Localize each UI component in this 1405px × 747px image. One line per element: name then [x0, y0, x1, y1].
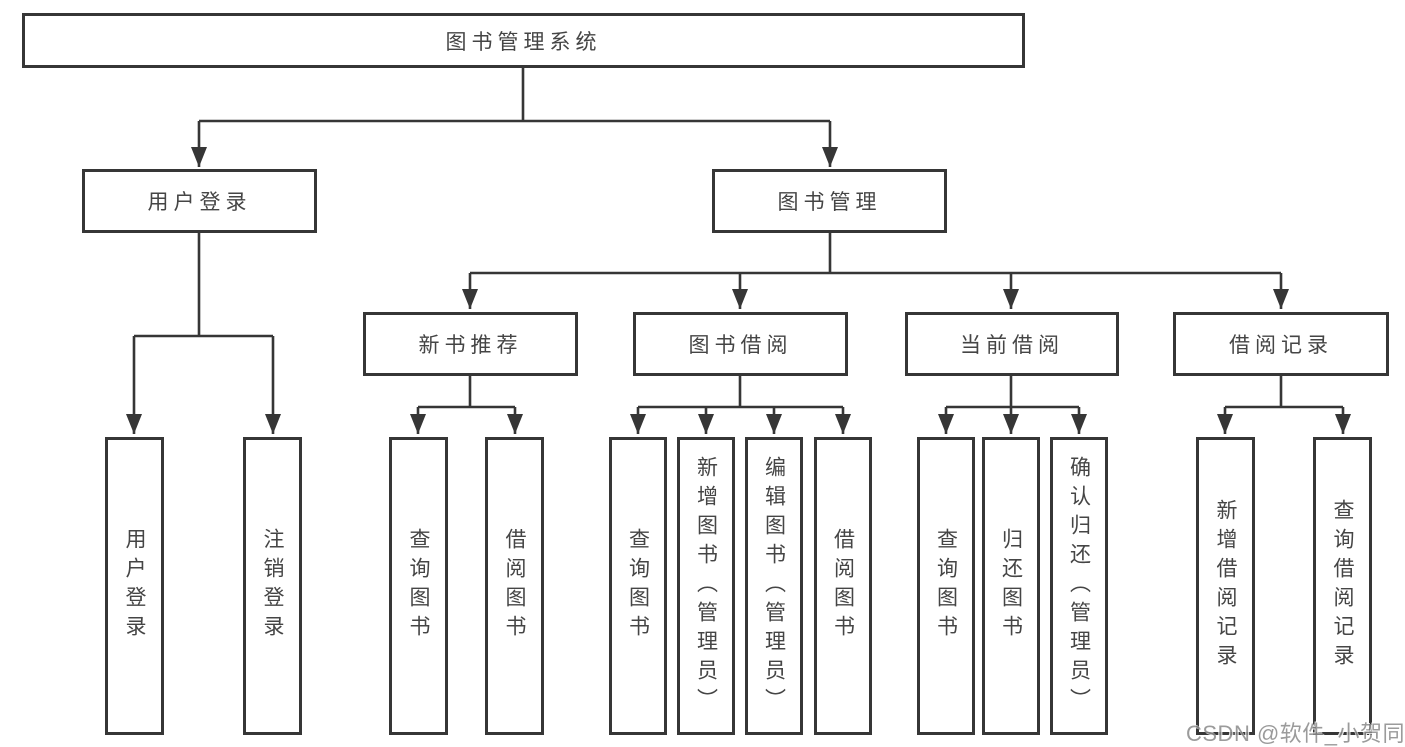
leaf-recommend-query-books: 查询图书: [389, 437, 448, 735]
node-current-borrow: 当前借阅: [905, 312, 1119, 376]
leaf-current-return-books: 归还图书: [982, 437, 1040, 735]
leaf-user-login: 用户登录: [105, 437, 164, 735]
watermark: CSDN @软件_小贺同学: [1186, 721, 1405, 746]
node-borrow-records: 借阅记录: [1173, 312, 1389, 376]
leaf-borrow-add-books-admin: 新增图书（管理员）: [677, 437, 735, 735]
leaf-borrow-edit-books-admin: 编辑图书（管理员）: [745, 437, 803, 735]
leaf-current-query-books: 查询图书: [917, 437, 975, 735]
node-book-management: 图书管理: [712, 169, 947, 233]
leaf-current-confirm-return-admin: 确认归还（管理员）: [1050, 437, 1108, 735]
leaf-logout: 注销登录: [243, 437, 302, 735]
leaf-records-query-record: 查询借阅记录: [1313, 437, 1372, 735]
node-user-login: 用户登录: [82, 169, 317, 233]
node-book-borrow: 图书借阅: [633, 312, 848, 376]
node-new-book-recommend: 新书推荐: [363, 312, 578, 376]
leaf-recommend-borrow-books: 借阅图书: [485, 437, 544, 735]
leaf-borrow-query-books: 查询图书: [609, 437, 667, 735]
leaf-records-add-record: 新增借阅记录: [1196, 437, 1255, 735]
node-root: 图书管理系统: [22, 13, 1025, 68]
leaf-borrow-borrow-books: 借阅图书: [814, 437, 872, 735]
